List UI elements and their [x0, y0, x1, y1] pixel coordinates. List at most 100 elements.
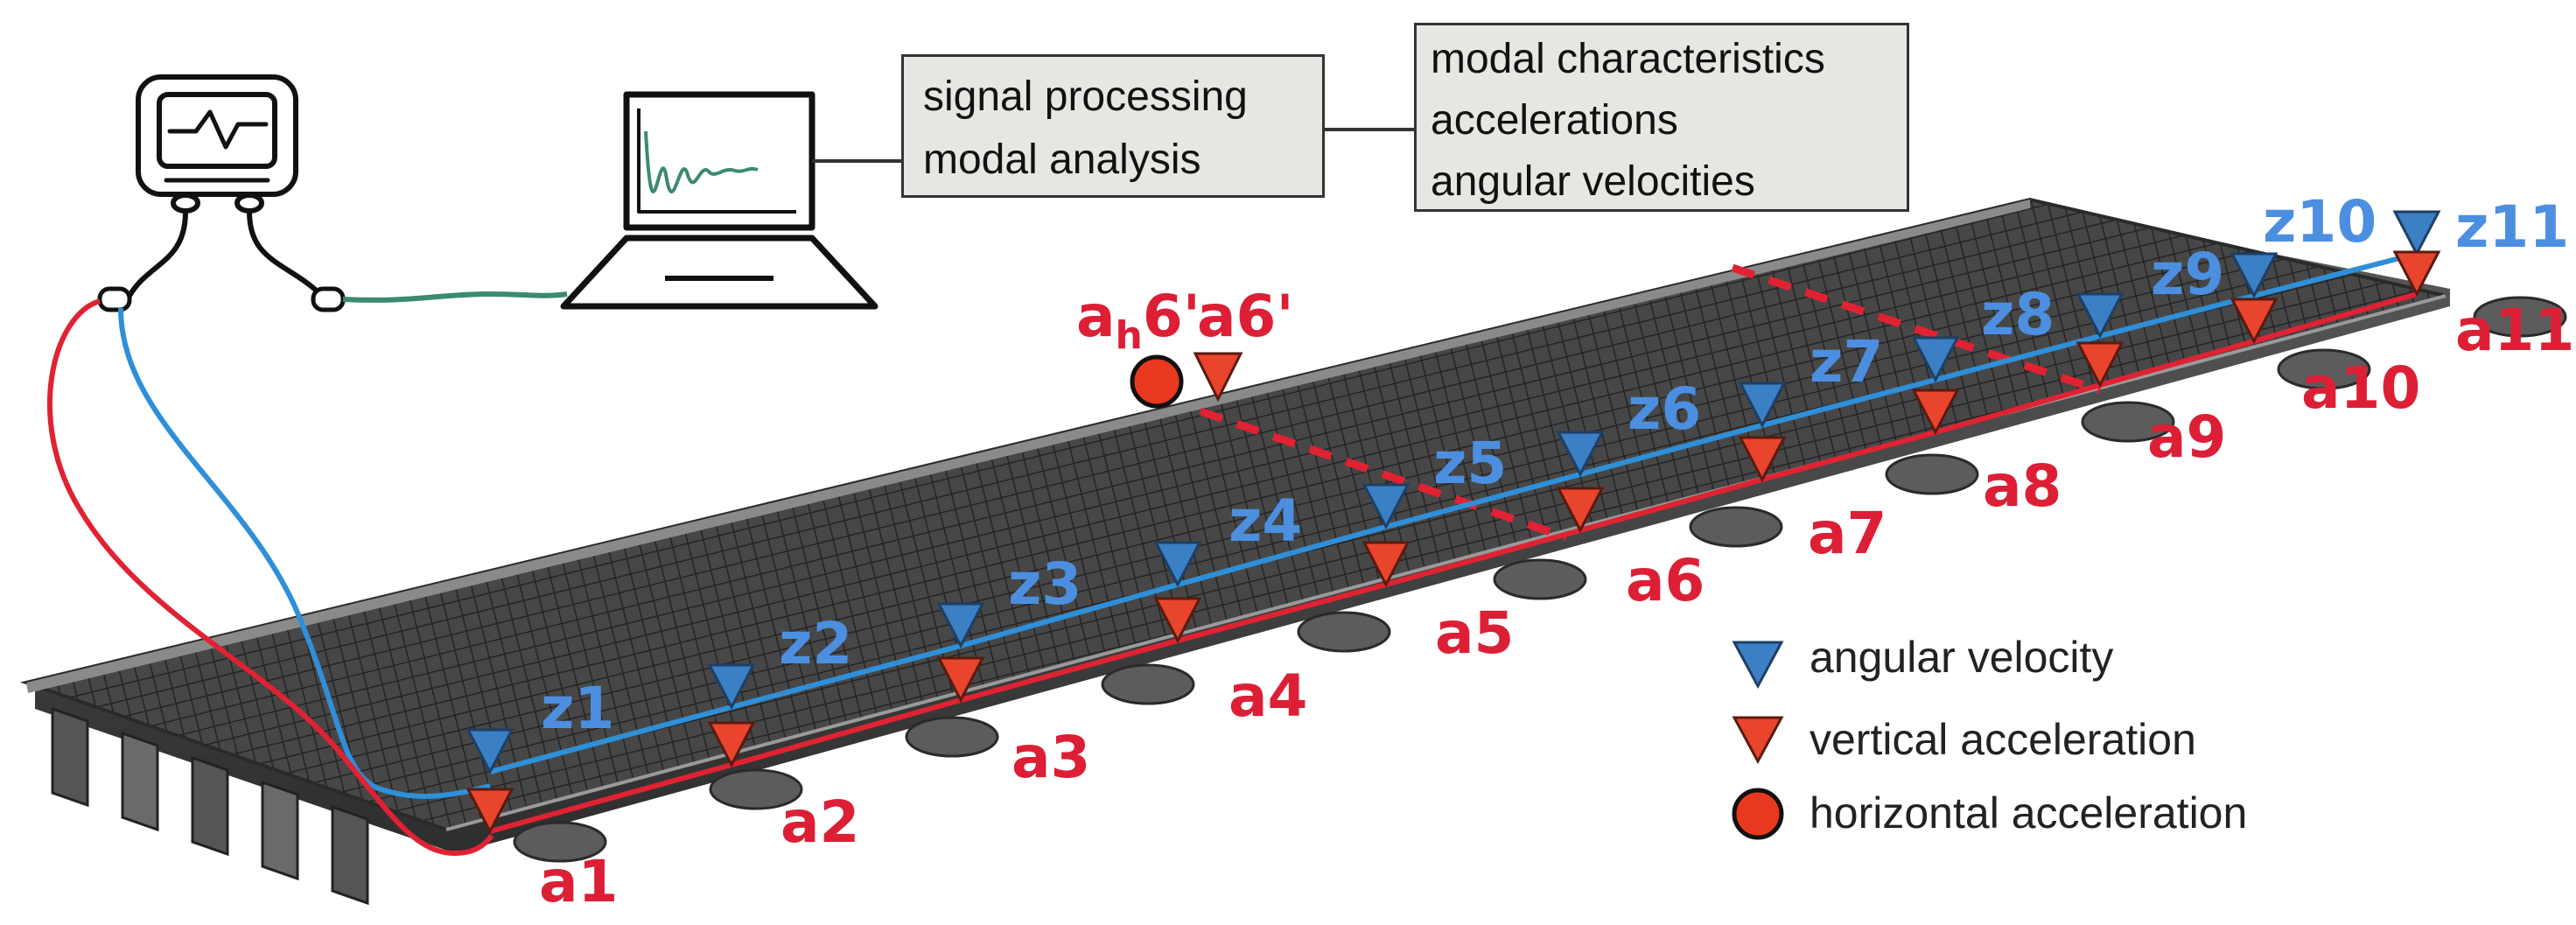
- angular-velocity-marker-1: [466, 728, 514, 775]
- legend-vertical-acceleration-label: vertical acceleration: [1810, 715, 2196, 764]
- girder-2: [121, 731, 159, 832]
- legend-angular-velocity-label: angular velocity: [1810, 633, 2113, 682]
- a-label-7: a7: [1808, 500, 1886, 567]
- vertical-acceleration-marker-7: [1738, 436, 1787, 483]
- girder-5: [331, 804, 369, 906]
- deck-rib-7: [1689, 506, 1783, 548]
- horizontal-acc-label: ah6': [1076, 283, 1200, 358]
- z-label-7: z7: [1810, 328, 1883, 396]
- output-line-3: angular velocities: [1431, 158, 1755, 205]
- angular-velocity-marker-3: [936, 602, 985, 649]
- vertical-acceleration-marker-4: [1153, 597, 1202, 644]
- bridge-deck: [19, 197, 2567, 906]
- left-connector: [97, 286, 132, 312]
- deck-rib-6: [1493, 558, 1587, 600]
- deck-parapet: [26, 200, 2030, 693]
- angular-velocity-marker-2: [707, 663, 756, 711]
- z-label-9: z9: [2151, 241, 2224, 308]
- green-cable: [342, 291, 568, 303]
- a-label-4: a4: [1228, 662, 1307, 730]
- z-label-10: z10: [2263, 188, 2376, 256]
- deck-girders: [51, 706, 369, 906]
- horizontal-acc-label-base: a: [1076, 283, 1116, 350]
- horizontal-acc-marker-a6: [1130, 354, 1184, 409]
- angular-velocity-marker-4: [1153, 541, 1202, 588]
- vertical-acceleration-marker-8: [1911, 389, 1960, 436]
- vertical-acceleration-marker-3: [936, 656, 985, 704]
- z-label-3: z3: [1008, 550, 1082, 618]
- a-label-8: a8: [1983, 452, 2062, 520]
- a-label-6: a6: [1626, 547, 1704, 614]
- a-label-1: a1: [539, 848, 618, 915]
- dashed-section-line-1: [1199, 407, 1568, 542]
- a-label-11: a11: [2455, 297, 2574, 364]
- processing-line-1: signal processing: [923, 74, 1248, 120]
- legend-horizontal-acceleration-marker: [1732, 788, 1784, 840]
- vertical-acceleration-marker-10: [2230, 298, 2278, 345]
- z-label-4: z4: [1228, 487, 1302, 555]
- right-connector: [311, 286, 346, 312]
- deck-rib-3: [905, 716, 999, 758]
- angular-velocity-marker-8: [1911, 336, 1960, 383]
- legend-angular-velocity-marker: [1732, 641, 1784, 690]
- girder-1: [51, 706, 89, 808]
- z-label-1: z1: [541, 675, 614, 742]
- vertical-acceleration-marker-6: [1556, 487, 1605, 534]
- deck-rib-1: [513, 821, 607, 863]
- deck-rib-11: [2473, 296, 2567, 338]
- deck-rib-2: [709, 768, 803, 810]
- angular-velocity-marker-7: [1738, 382, 1787, 429]
- girder-4: [261, 780, 299, 881]
- vertical-acceleration-marker-2: [707, 721, 756, 768]
- output-box: modal characteristics accelerations angu…: [1414, 23, 1909, 212]
- angular-velocity-marker-9: [2076, 292, 2124, 340]
- dashed-section-line-2: [1731, 263, 2102, 395]
- angular-velocity-marker-6: [1556, 431, 1605, 478]
- deck-rib-9: [2081, 401, 2175, 443]
- vertical-acc-marker-a6-prime: [1193, 352, 1243, 403]
- z-label-2: z2: [779, 610, 852, 677]
- a-label-10: a10: [2301, 354, 2420, 422]
- z-label-5: z5: [1433, 430, 1507, 497]
- sensor-markers: [466, 210, 2441, 835]
- laptop-icon: [560, 91, 878, 310]
- girder-3: [191, 755, 229, 857]
- angular-velocity-marker-10: [2230, 252, 2278, 299]
- vertical-acceleration-marker-9: [2076, 341, 2124, 389]
- a-label-3: a3: [1012, 724, 1090, 791]
- deck-rib-5: [1297, 611, 1391, 653]
- a-label-9: a9: [2147, 403, 2226, 471]
- deck-front-edge: [445, 294, 2446, 831]
- extra-vertical-acc-label: a6': [1197, 283, 1294, 350]
- vertical-acceleration-marker-11: [2392, 250, 2441, 298]
- vertical-acceleration-marker-1: [466, 788, 514, 835]
- angular-velocity-marker-5: [1362, 483, 1410, 530]
- cable-connectors: [97, 286, 346, 312]
- legend-vertical-acceleration-marker: [1732, 716, 1784, 765]
- a-label-5: a5: [1435, 599, 1514, 667]
- z-labels: z1 z2 z3 z4 z5 z6 z7 z8 z9 z10 z11: [541, 188, 2569, 742]
- processing-line-2: modal analysis: [923, 137, 1201, 183]
- z-label-8: z8: [1981, 281, 2054, 348]
- deck-rib-10: [2277, 348, 2371, 390]
- red-cable: [46, 298, 494, 857]
- a-label-2: a2: [780, 788, 859, 856]
- deck-rib-8: [1885, 453, 1979, 495]
- legend: angular velocity vertical acceleration h…: [1732, 633, 2247, 840]
- vertical-acceleration-marker-5: [1362, 541, 1410, 588]
- blue-cable: [118, 307, 491, 799]
- measurement-device-icon: [127, 74, 325, 298]
- horizontal-acc-label-suffix: 6': [1143, 283, 1200, 350]
- deck-ribs: [513, 296, 2567, 863]
- output-line-2: accelerations: [1431, 97, 1678, 144]
- legend-horizontal-acceleration-label: horizontal acceleration: [1810, 788, 2247, 837]
- deck-rib-4: [1101, 663, 1195, 705]
- output-line-1: modal characteristics: [1431, 36, 1825, 82]
- processing-box: signal processing modal analysis: [901, 54, 1325, 198]
- z-label-11: z11: [2455, 193, 2569, 261]
- horizontal-acc-label-sub: h: [1116, 313, 1143, 358]
- z-label-6: z6: [1628, 375, 1701, 443]
- angular-velocity-marker-11: [2392, 210, 2441, 257]
- a-labels: a1 a2 a3 a4 a5 a6 a7 a8 a9 a10 a11: [539, 297, 2574, 915]
